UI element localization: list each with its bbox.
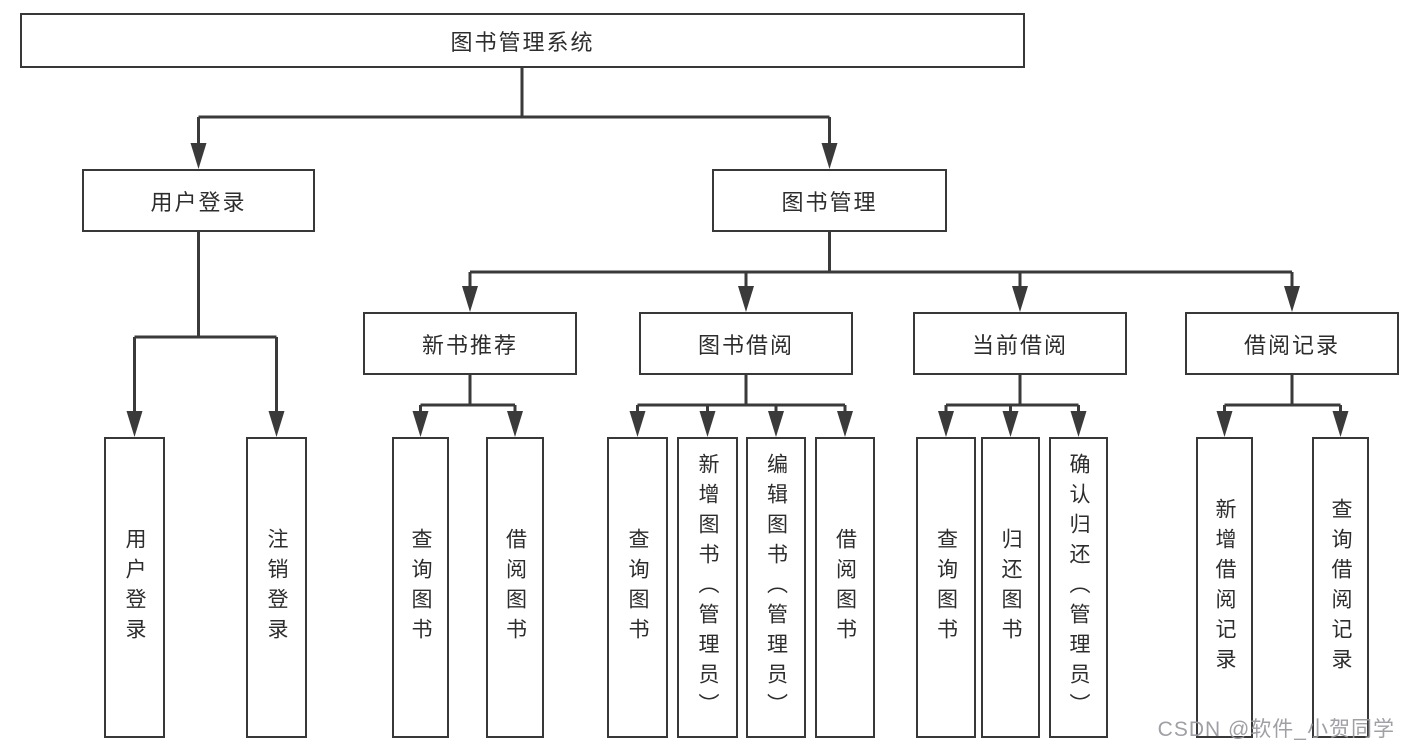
leaf-confirm-return-admin: 确认归还（管理员）	[1049, 437, 1108, 738]
leaf-borrow-books-under-borrowing: 借阅图书	[815, 437, 875, 738]
leaf-query-books-under-recommend: 查询图书	[392, 437, 449, 738]
leaf-add-books-admin: 新增图书（管理员）	[677, 437, 738, 738]
leaf-edit-books-admin: 编辑图书（管理员）	[746, 437, 806, 738]
leaf-borrow-books-under-recommend: 借阅图书	[486, 437, 544, 738]
leaf-query-borrow-record: 查询借阅记录	[1312, 437, 1369, 738]
csdn-watermark: CSDN @软件_小贺同学	[1157, 718, 1395, 741]
leaf-query-books-under-borrowing: 查询图书	[607, 437, 668, 738]
node-new-book-recommend: 新书推荐	[363, 312, 577, 375]
leaf-add-borrow-record: 新增借阅记录	[1196, 437, 1253, 738]
node-root-library-management-system: 图书管理系统	[20, 13, 1025, 68]
node-book-management: 图书管理	[712, 169, 947, 232]
leaf-logout: 注销登录	[246, 437, 307, 738]
leaf-query-books-under-current: 查询图书	[916, 437, 976, 738]
leaf-user-login: 用户登录	[104, 437, 165, 738]
node-borrowing-records: 借阅记录	[1185, 312, 1399, 375]
node-user-login: 用户登录	[82, 169, 315, 232]
node-book-borrowing: 图书借阅	[639, 312, 853, 375]
leaf-return-books: 归还图书	[981, 437, 1040, 738]
node-current-borrowing: 当前借阅	[913, 312, 1127, 375]
